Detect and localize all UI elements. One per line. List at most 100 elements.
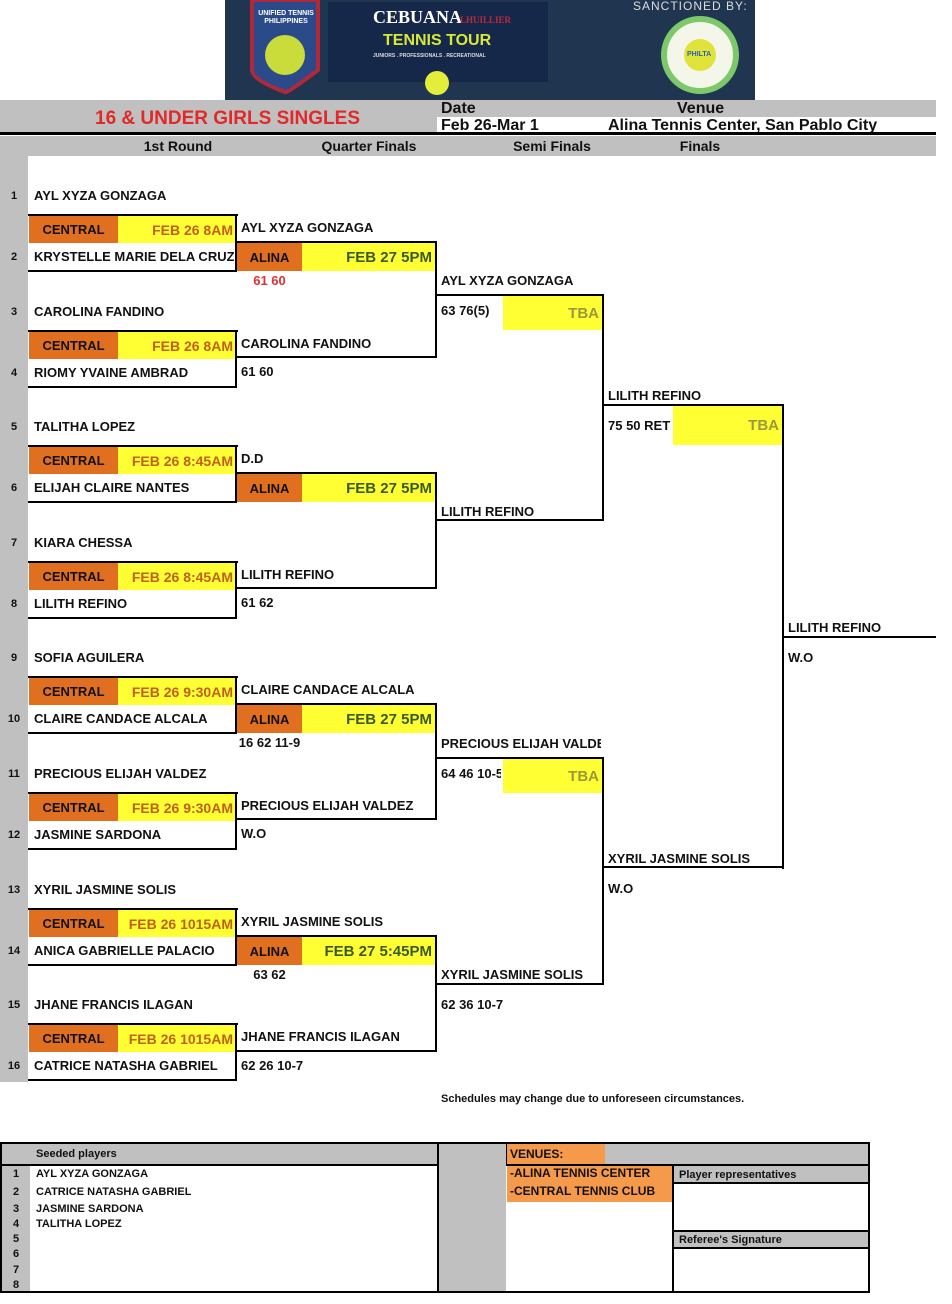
- bracket-line: [235, 792, 237, 850]
- bracket-line: [435, 472, 437, 589]
- bracket-line: [435, 935, 437, 1052]
- finalist-name[interactable]: XYRIL JASMINE SOLIS: [608, 851, 751, 866]
- champion-name[interactable]: LILITH REFINO: [788, 620, 882, 635]
- seed-number: 9: [10, 652, 18, 664]
- sponsor-banner: UNIFIED TENNIS PHILIPPINES CEBUANA LHUIL…: [225, 0, 755, 100]
- player-name[interactable]: JASMINE SARDONA: [34, 827, 162, 842]
- bracket-line: [235, 330, 237, 388]
- date-value: Feb 26-Mar 1: [441, 117, 539, 133]
- referee-signature-label: Referee's Signature: [679, 1234, 782, 1246]
- player-name[interactable]: ELIJAH CLAIRE NANTES: [34, 480, 190, 495]
- player-name[interactable]: XYRIL JASMINE SOLIS: [34, 882, 177, 897]
- venue-tag: CENTRAL: [29, 678, 118, 705]
- bracket-line: [28, 270, 237, 272]
- player-name[interactable]: LILITH REFINO: [34, 596, 128, 611]
- seeded-player-name: JASMINE SARDONA: [36, 1203, 144, 1215]
- bracket-line: [783, 636, 936, 638]
- seed-rank: 7: [12, 1264, 20, 1276]
- sf-player-name[interactable]: AYL XYZA GONZAGA: [441, 273, 574, 288]
- round-label-qf: Quarter Finals: [321, 138, 417, 154]
- bracket-line: [602, 757, 604, 985]
- player-name[interactable]: KRYSTELLE MARIE DELA CRUZ: [34, 249, 234, 264]
- venue-tag: ALINA: [237, 243, 302, 271]
- sf-player-name[interactable]: PRECIOUS ELIJAH VALDEZ: [441, 736, 601, 751]
- qf-player-name[interactable]: JHANE FRANCIS ILAGAN: [241, 1029, 400, 1044]
- finalist-name[interactable]: LILITH REFINO: [608, 388, 702, 403]
- player-name[interactable]: PRECIOUS ELIJAH VALDEZ: [34, 766, 207, 781]
- header-divider: [0, 132, 936, 135]
- seed-column: [0, 156, 28, 1082]
- player-name[interactable]: CATRICE NATASHA GABRIEL: [34, 1058, 218, 1073]
- match-time: FEB 27 5:45PM: [302, 937, 435, 965]
- player-name[interactable]: AYL XYZA GONZAGA: [34, 188, 167, 203]
- venue-tag: ALINA: [237, 937, 302, 965]
- bracket-line: [28, 732, 237, 734]
- bracket-line: [236, 818, 437, 820]
- player-name[interactable]: CLAIRE CANDACE ALCALA: [34, 711, 208, 726]
- qf-player-name[interactable]: CAROLINA FANDINO: [241, 336, 372, 351]
- rounds-header: [0, 136, 936, 156]
- bracket-line: [436, 757, 604, 759]
- bracket-line: [236, 1050, 437, 1052]
- qf-player-name[interactable]: D.D: [241, 451, 264, 466]
- bracket-line: [236, 356, 437, 358]
- bracket-line: [603, 866, 784, 868]
- match-time: TBA: [503, 296, 602, 330]
- qf-player-name[interactable]: LILITH REFINO: [241, 567, 335, 582]
- seed-number: 1: [10, 190, 18, 202]
- bracket-line: [235, 445, 237, 503]
- bracket-line: [28, 1079, 237, 1081]
- player-name[interactable]: RIOMY YVAINE AMBRAD: [34, 365, 189, 380]
- qf-player-name[interactable]: PRECIOUS ELIJAH VALDEZ: [241, 798, 414, 813]
- player-name[interactable]: JHANE FRANCIS ILAGAN: [34, 997, 193, 1012]
- bracket-line: [236, 587, 437, 589]
- bracket-line: [235, 908, 237, 966]
- final-score: W.O: [788, 650, 814, 665]
- player-name[interactable]: TALITHA LOPEZ: [34, 419, 136, 434]
- seed-number: 2: [10, 251, 18, 263]
- sf-player-name[interactable]: XYRIL JASMINE SOLIS: [441, 967, 584, 982]
- venue-value: Alina Tennis Center, San Pablo City: [608, 117, 878, 133]
- match-score: 63 62: [253, 967, 286, 982]
- brand-sub: LHUILLIER: [460, 15, 512, 25]
- player-name[interactable]: CAROLINA FANDINO: [34, 304, 165, 319]
- bracket-line: [436, 294, 604, 296]
- venue-label: Venue: [677, 100, 725, 117]
- bracket-line: [603, 404, 784, 406]
- bracket-line: [28, 617, 237, 619]
- info-table: Seeded players VENUES: -ALINA TENNIS CEN…: [0, 1142, 870, 1293]
- brand-name: CEBUANA: [373, 7, 463, 27]
- date-venue-box: [437, 117, 936, 133]
- bracket-line: [28, 214, 238, 216]
- seed-rank: 4: [12, 1218, 20, 1230]
- banner-logos: [250, 0, 739, 95]
- bracket-line: [28, 386, 237, 388]
- seed-number: 7: [10, 537, 18, 549]
- qf-player-name[interactable]: AYL XYZA GONZAGA: [241, 220, 374, 235]
- seed-number: 11: [8, 768, 20, 780]
- round-label-finals: Finals: [679, 138, 721, 154]
- player-name[interactable]: KIARA CHESSA: [34, 535, 133, 550]
- match-time: FEB 26 9:30AM: [118, 794, 236, 821]
- match-score: 75 50 RET: [608, 418, 671, 433]
- qf-player-name[interactable]: XYRIL JASMINE SOLIS: [241, 914, 384, 929]
- player-name[interactable]: ANICA GABRIELLE PALACIO: [34, 943, 215, 958]
- sanctioned-by-label: SANCTIONED BY:: [633, 0, 748, 12]
- bracket-line: [436, 983, 604, 985]
- seed-rank: 1: [12, 1168, 20, 1180]
- match-time: FEB 27 5PM: [302, 243, 435, 271]
- player-name[interactable]: SOFIA AGUILERA: [34, 650, 145, 665]
- venue-tag: CENTRAL: [29, 332, 118, 359]
- seed-number: 6: [10, 482, 18, 494]
- bracket-line: [236, 241, 437, 243]
- schedule-note: Schedules may change due to unforeseen c…: [441, 1093, 745, 1105]
- match-time: FEB 26 9:30AM: [118, 678, 236, 705]
- match-time: TBA: [503, 759, 602, 793]
- match-score: 63 76(5): [441, 303, 490, 318]
- venue-tag: CENTRAL: [29, 216, 118, 243]
- sf-player-name[interactable]: LILITH REFINO: [441, 504, 535, 519]
- seeded-player-name: TALITHA LOPEZ: [36, 1218, 122, 1230]
- match-time: FEB 26 1015AM: [118, 1025, 236, 1052]
- qf-player-name[interactable]: CLAIRE CANDACE ALCALA: [241, 682, 415, 697]
- venue-tag: CENTRAL: [29, 794, 118, 821]
